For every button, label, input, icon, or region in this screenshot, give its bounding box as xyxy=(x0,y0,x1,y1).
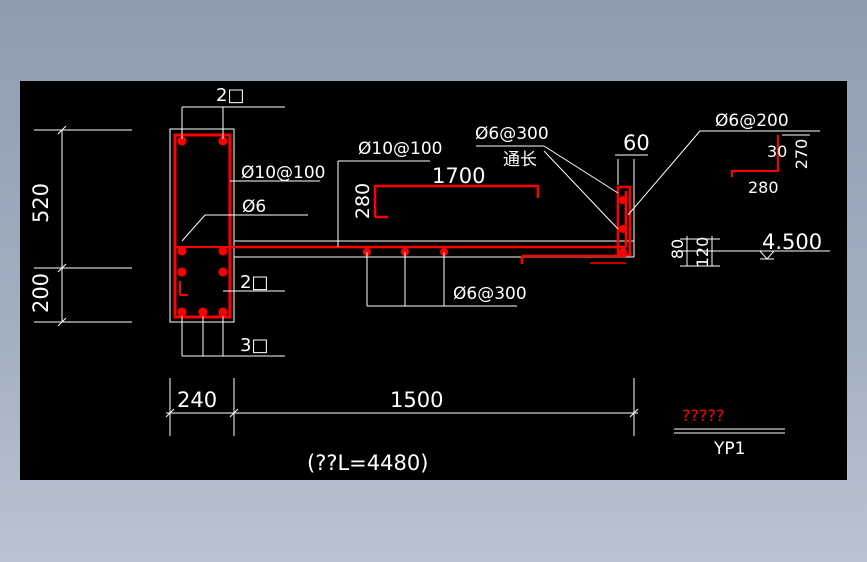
height-upper-label: 520 xyxy=(29,183,53,223)
slab-depth-a-label: 80 xyxy=(668,239,687,259)
slab-outline xyxy=(234,180,635,258)
detail-bar-label: Ø6@200 xyxy=(715,111,789,131)
edge-bar-note: 通长 xyxy=(503,150,537,170)
slab-rebar xyxy=(230,185,632,264)
slab-bar-label: Ø10@100 xyxy=(358,139,442,159)
height-dimension: 520 200 xyxy=(29,125,132,327)
top-bars-callout: 2□ xyxy=(181,85,285,139)
drawing-code: YP1 xyxy=(713,439,745,459)
drawing-canvas: 520 200 2□ Ø10@100 xyxy=(20,81,847,480)
detail-dim-c-label: 280 xyxy=(748,178,779,197)
dist-bar-label: Ø6@300 xyxy=(453,284,527,304)
edge-width-label: 60 xyxy=(623,131,650,155)
stirrup-callout: Ø10@100 xyxy=(230,163,325,183)
slab-bar-length-label: 1700 xyxy=(432,164,485,188)
top-bars-label: 2□ xyxy=(216,85,244,106)
drawing-title: ????? xyxy=(682,406,724,425)
title-block: ????? YP1 xyxy=(674,406,785,459)
level-label: 4.500 xyxy=(762,230,822,254)
bottom-bars-label: 3□ xyxy=(240,335,268,356)
detail-bar-callout: Ø6@200 30 270 280 xyxy=(627,111,820,216)
detail-dim-b-label: 270 xyxy=(792,139,811,170)
width-beam-label: 240 xyxy=(177,388,217,412)
slab-bar-detail: Ø10@100 1700 280 xyxy=(337,139,540,247)
tie-callout: Ø6 xyxy=(181,197,308,242)
height-lower-label: 200 xyxy=(29,273,53,313)
section-drawing: 520 200 2□ Ø10@100 xyxy=(29,85,830,475)
beam-stirrup-label: Ø10@100 xyxy=(241,163,325,183)
level-dimension: 80 120 4.500 xyxy=(668,230,830,267)
beam-rebar-dots xyxy=(177,136,228,317)
edge-bar-callout: Ø6@300 通长 xyxy=(475,124,619,230)
detail-dim-a-label: 30 xyxy=(767,142,787,161)
span-note: (??L=4480) xyxy=(307,451,428,475)
mid-bars-label: 2□ xyxy=(240,272,268,293)
slab-bar-hook-label: 280 xyxy=(352,183,374,219)
slab-depth-b-label: 120 xyxy=(693,237,712,268)
mid-bars-callout: 2□ xyxy=(223,272,285,293)
width-slab-label: 1500 xyxy=(390,388,443,412)
edge-width-dimension: 60 xyxy=(615,131,650,185)
dist-bar-callout: Ø6@300 xyxy=(366,252,527,307)
beam-section xyxy=(169,128,235,323)
edge-bar-label: Ø6@300 xyxy=(475,124,549,144)
beam-tie-label: Ø6 xyxy=(242,197,266,217)
width-dimension: 240 1500 xyxy=(165,378,639,436)
bottom-bars-callout: 3□ xyxy=(181,316,285,357)
